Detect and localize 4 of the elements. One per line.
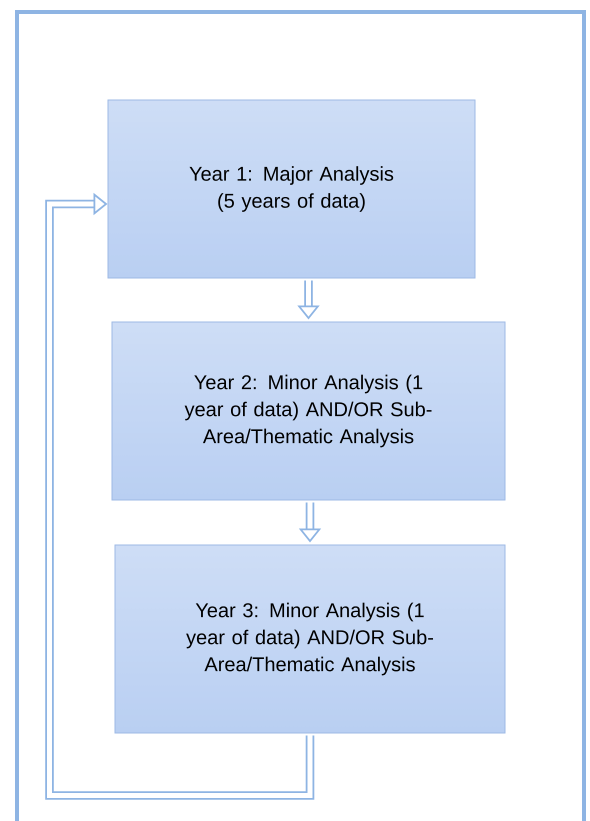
process-box: Year 1: Major Analysis (5 years of data) (108, 100, 476, 278)
process-box: Year 3: Minor Analysis (1 year of data) AND/OR Sub-Area/Thematic Analysis (114, 544, 506, 734)
process-box: Year 2: Minor Analysis (1 year of data) AND/OR Sub-Area/Thematic Analysis (112, 322, 506, 500)
arrow (45, 192, 314, 800)
